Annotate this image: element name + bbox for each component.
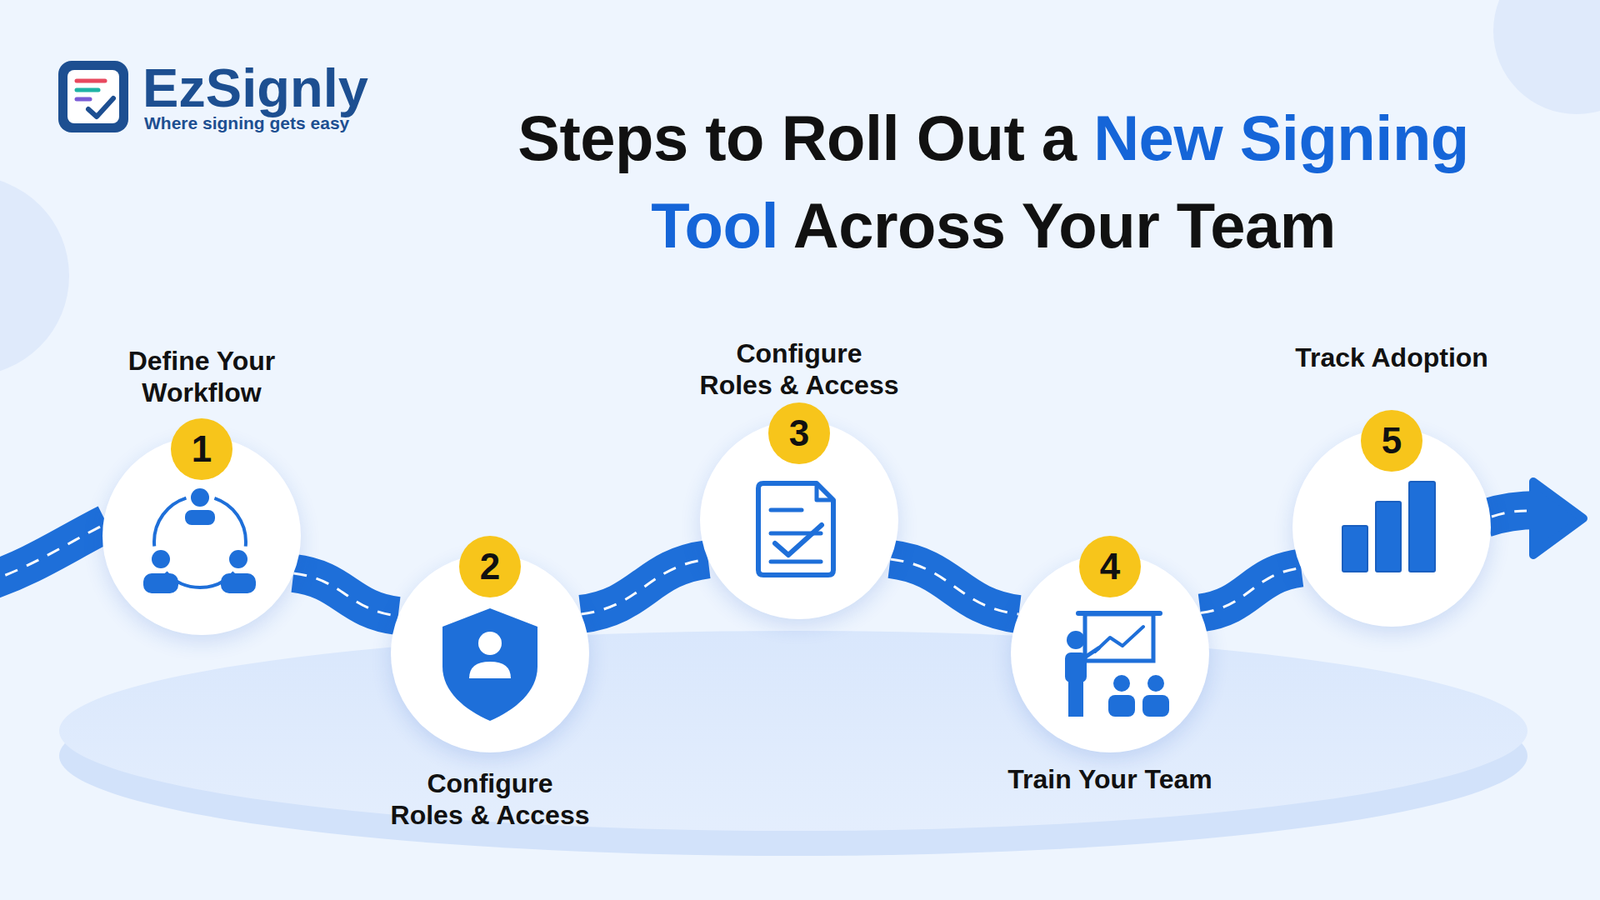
- person-head: [151, 550, 170, 569]
- title-word: New: [1093, 102, 1223, 174]
- shield-person-body: [469, 661, 511, 679]
- bar-chart-icon: [1342, 481, 1435, 572]
- road-dash: [293, 573, 399, 616]
- step-label-group: Define Your Workflow: [100, 345, 303, 409]
- training-board: [1085, 614, 1154, 661]
- person-head: [229, 550, 248, 569]
- audience-head: [1113, 675, 1130, 692]
- document-line: [770, 560, 821, 565]
- presenter-legs: [1068, 679, 1084, 717]
- brand-name: EzSignly: [142, 60, 369, 115]
- title-word: a: [1041, 102, 1077, 174]
- title-word: Your: [1021, 190, 1160, 261]
- road-dash: [0, 523, 107, 584]
- audience-body: [1142, 695, 1170, 717]
- shield-icon: [442, 608, 538, 721]
- presenter-body: [1065, 652, 1087, 683]
- presenter-head: [1066, 630, 1085, 650]
- road-lead-in: [0, 523, 107, 584]
- road-band: [580, 559, 708, 615]
- step-label-group: Configure Roles & Access: [697, 337, 900, 401]
- shield-person-head: [478, 631, 502, 655]
- document-fold: [816, 483, 834, 500]
- logo-line: [76, 97, 90, 102]
- logo-check: [88, 98, 114, 117]
- team-ring: [154, 495, 246, 588]
- callout-number: 4: [1079, 535, 1141, 598]
- presenter-arm: [1083, 648, 1099, 659]
- title-word: Out: [916, 102, 1025, 174]
- logo-page: [67, 70, 120, 124]
- title-word: Roll: [781, 102, 900, 174]
- callout-number: 5: [1360, 410, 1423, 472]
- step-circle: 2Configure Roles & Access: [390, 554, 590, 753]
- document-line: [770, 508, 802, 513]
- road-connector: [580, 559, 708, 615]
- step-label: Define Your Workflow: [100, 345, 303, 409]
- document-sheet: [758, 483, 834, 575]
- title-word: Signing: [1240, 102, 1470, 174]
- step-label: Configure Roles & Access: [388, 767, 591, 831]
- road-connector: [293, 573, 399, 616]
- board-rail: [1078, 610, 1160, 616]
- step-label-group: Train Your Team: [990, 763, 1230, 795]
- step-label: Train Your Team: [990, 763, 1230, 795]
- person-body: [185, 510, 215, 525]
- training-icon: [1065, 613, 1170, 717]
- shield-shape: [442, 608, 538, 721]
- person-head: [190, 488, 210, 507]
- step-circle: 5Track Adoption: [1292, 428, 1491, 627]
- logo-frame: [58, 60, 129, 133]
- callout-number: 3: [768, 402, 830, 465]
- document-icon: [758, 483, 834, 575]
- title-word: Across: [793, 190, 1006, 261]
- road-dash: [890, 559, 1019, 615]
- brand-tagline: Where signing gets easy: [144, 113, 350, 134]
- title-word: Steps: [517, 102, 688, 174]
- logo-line: [76, 79, 105, 84]
- audience-head: [1147, 675, 1165, 692]
- document-line: [770, 531, 821, 536]
- step-circle: 3Configure Roles & Access: [700, 420, 899, 620]
- road-connector: [890, 559, 1019, 615]
- deco-circle: [0, 175, 70, 376]
- logo-line: [76, 88, 99, 93]
- step-label: Track Adoption: [1271, 341, 1512, 374]
- title-word: Team: [1176, 190, 1336, 261]
- person-body: [220, 573, 256, 594]
- title-word: Tool: [650, 190, 779, 261]
- road-dash: [1491, 510, 1527, 517]
- road-band: [1200, 568, 1302, 614]
- step-label-group: Track Adoption: [1271, 341, 1512, 374]
- diagram-title: Steps to Roll Out a New Signing Tool Acr…: [451, 94, 1535, 270]
- step-label: Configure Roles & Access: [697, 337, 900, 401]
- chart-bar: [1375, 501, 1401, 572]
- road-band: [890, 559, 1019, 615]
- person-body: [143, 573, 179, 594]
- callout-number: 1: [170, 418, 233, 480]
- board-chart: [1095, 626, 1144, 652]
- deco-circle: [1493, 0, 1600, 115]
- step-circle: 4Train Your Team: [1010, 554, 1210, 753]
- team-icon: [143, 488, 256, 594]
- step-circle: 1Define Your Workflow: [102, 436, 301, 635]
- chart-bar: [1342, 525, 1368, 572]
- audience-body: [1108, 695, 1135, 717]
- document-check: [775, 525, 822, 555]
- road-dash: [580, 559, 708, 615]
- road-arrowhead: [1533, 481, 1584, 555]
- step-label-group: Configure Roles & Access: [388, 767, 591, 831]
- chart-bar: [1409, 481, 1435, 572]
- platform-top: [59, 630, 1528, 831]
- road-band: [293, 573, 399, 616]
- callout-number: 2: [459, 535, 521, 598]
- road-connector: [1200, 568, 1302, 614]
- title-word: to: [705, 102, 765, 174]
- road-dash: [1200, 568, 1302, 614]
